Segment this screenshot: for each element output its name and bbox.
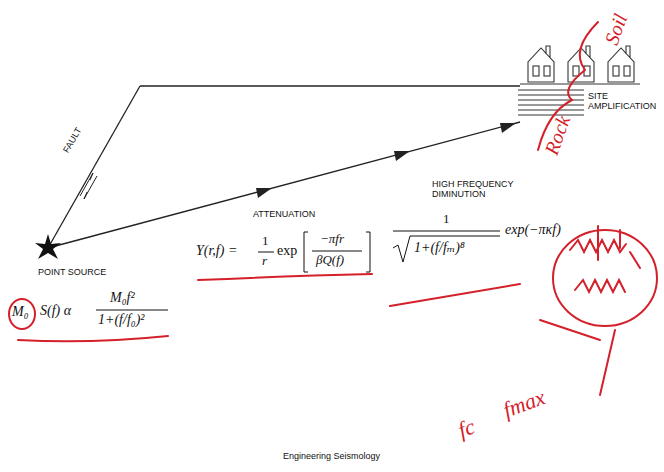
formula-term: M₀ [12,304,29,319]
formula-term: S(f) α [40,303,71,318]
formula-term: r [262,254,267,268]
formula-term: −πfr [320,232,344,246]
part-label: POINT SOURCE [38,268,106,278]
formula-term: 1 [262,234,269,248]
handwritten-note: Rock [540,112,574,157]
formula-term: exp(−πκf) [505,222,561,237]
formula-term: 1+(f/f₀)² [98,312,145,327]
caption: Engineering Seismology [283,452,380,462]
formula-term: 1 [443,212,450,226]
part-label: ATTENUATION [253,210,315,220]
part-label: HIGH FREQUENCY DIMINUTION [432,180,532,200]
formula-term: 1+(f/fₘ)⁸ [414,240,465,255]
formula-term: Y(r,f) = [196,243,237,258]
fault-label: FAULT [62,126,84,155]
handwritten-note: fmax [500,385,548,422]
handwritten-note: Soil [600,11,631,48]
formula-term: exp [277,243,297,258]
handwritten-note: fc [455,415,478,443]
formula-term: βQ(f) [316,253,344,267]
formula-term: M₀f² [110,290,135,305]
part-label: SITE AMPLIFICATION [588,92,662,112]
